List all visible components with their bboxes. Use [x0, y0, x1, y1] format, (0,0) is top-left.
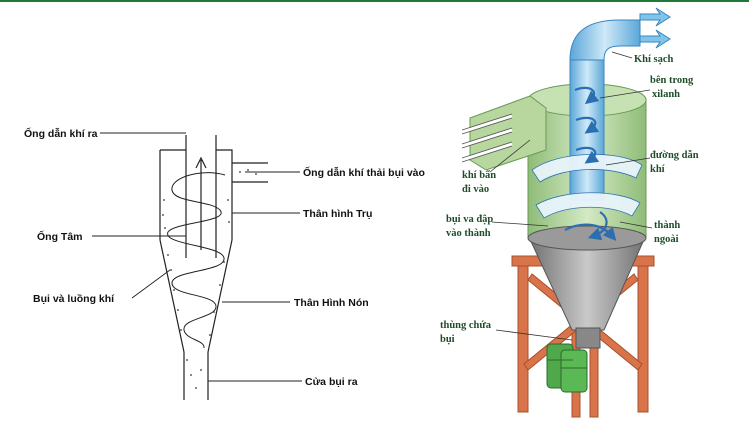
dust-speckles: [162, 169, 257, 389]
left-leader-lines: [92, 132, 302, 382]
cone-outline: [159, 239, 233, 353]
label-cone-body: Thân Hình Nón: [294, 297, 369, 309]
label-dust-bin-1: thùng chứa: [440, 320, 492, 331]
top-accent-bar: [0, 0, 749, 2]
label-outer-wall-2: ngoài: [654, 234, 679, 245]
dust-outlet-pipe: [183, 352, 209, 400]
label-clean-air: Khí sạch: [634, 54, 674, 65]
label-dust-bin-2: bụi: [440, 334, 455, 345]
inner-tube: [569, 59, 605, 201]
dust-bins: [546, 343, 588, 393]
label-dust-outlet: Cửa bụi ra: [305, 376, 358, 388]
center-tube: [185, 135, 217, 258]
label-dust-hits-wall-1: bụi va đập: [446, 214, 493, 225]
dirty-air-arrows: [461, 114, 513, 162]
cylinder-outline: [159, 149, 233, 240]
swirl-bands: [531, 153, 643, 219]
cone-outlet: [575, 327, 601, 349]
inlet-duct: [232, 162, 268, 183]
label-dirty-air-2: đi vào: [462, 184, 489, 195]
label-outer-wall-1: thành: [654, 220, 680, 231]
upflow-arrow: [195, 156, 207, 250]
cylinder-bottom-rim: [527, 225, 647, 251]
clean-air-elbow: [569, 19, 641, 61]
right-cyclone-illustration: [461, 7, 671, 418]
label-dust-hits-wall-2: vào thành: [446, 228, 491, 239]
label-cylinder-body: Thân hình Trụ: [303, 208, 372, 220]
swirl-arrows: [564, 86, 617, 242]
label-dusty-gas-inlet: Ống dẫn khí thải bụi vào: [303, 165, 425, 179]
label-dirty-air-1: khí bẩn: [462, 170, 496, 181]
label-inner-cylinder-1: bên trong: [650, 75, 694, 86]
label-guide-path-2: khí: [650, 164, 666, 175]
label-dust-and-airflow: Bụi và luồng khí: [33, 293, 115, 305]
label-gas-outlet-pipe: Ống dẫn khí ra: [24, 126, 98, 140]
right-leader-lines: [489, 51, 653, 341]
spiral-flow: [167, 172, 226, 349]
left-cyclone-drawing: [92, 132, 302, 400]
clean-air-arrows: [639, 7, 671, 49]
label-center-tube: Ống Tâm: [37, 229, 83, 243]
label-inner-cylinder-2: xilanh: [652, 89, 680, 100]
label-guide-path-1: đường dẫn: [650, 150, 699, 161]
